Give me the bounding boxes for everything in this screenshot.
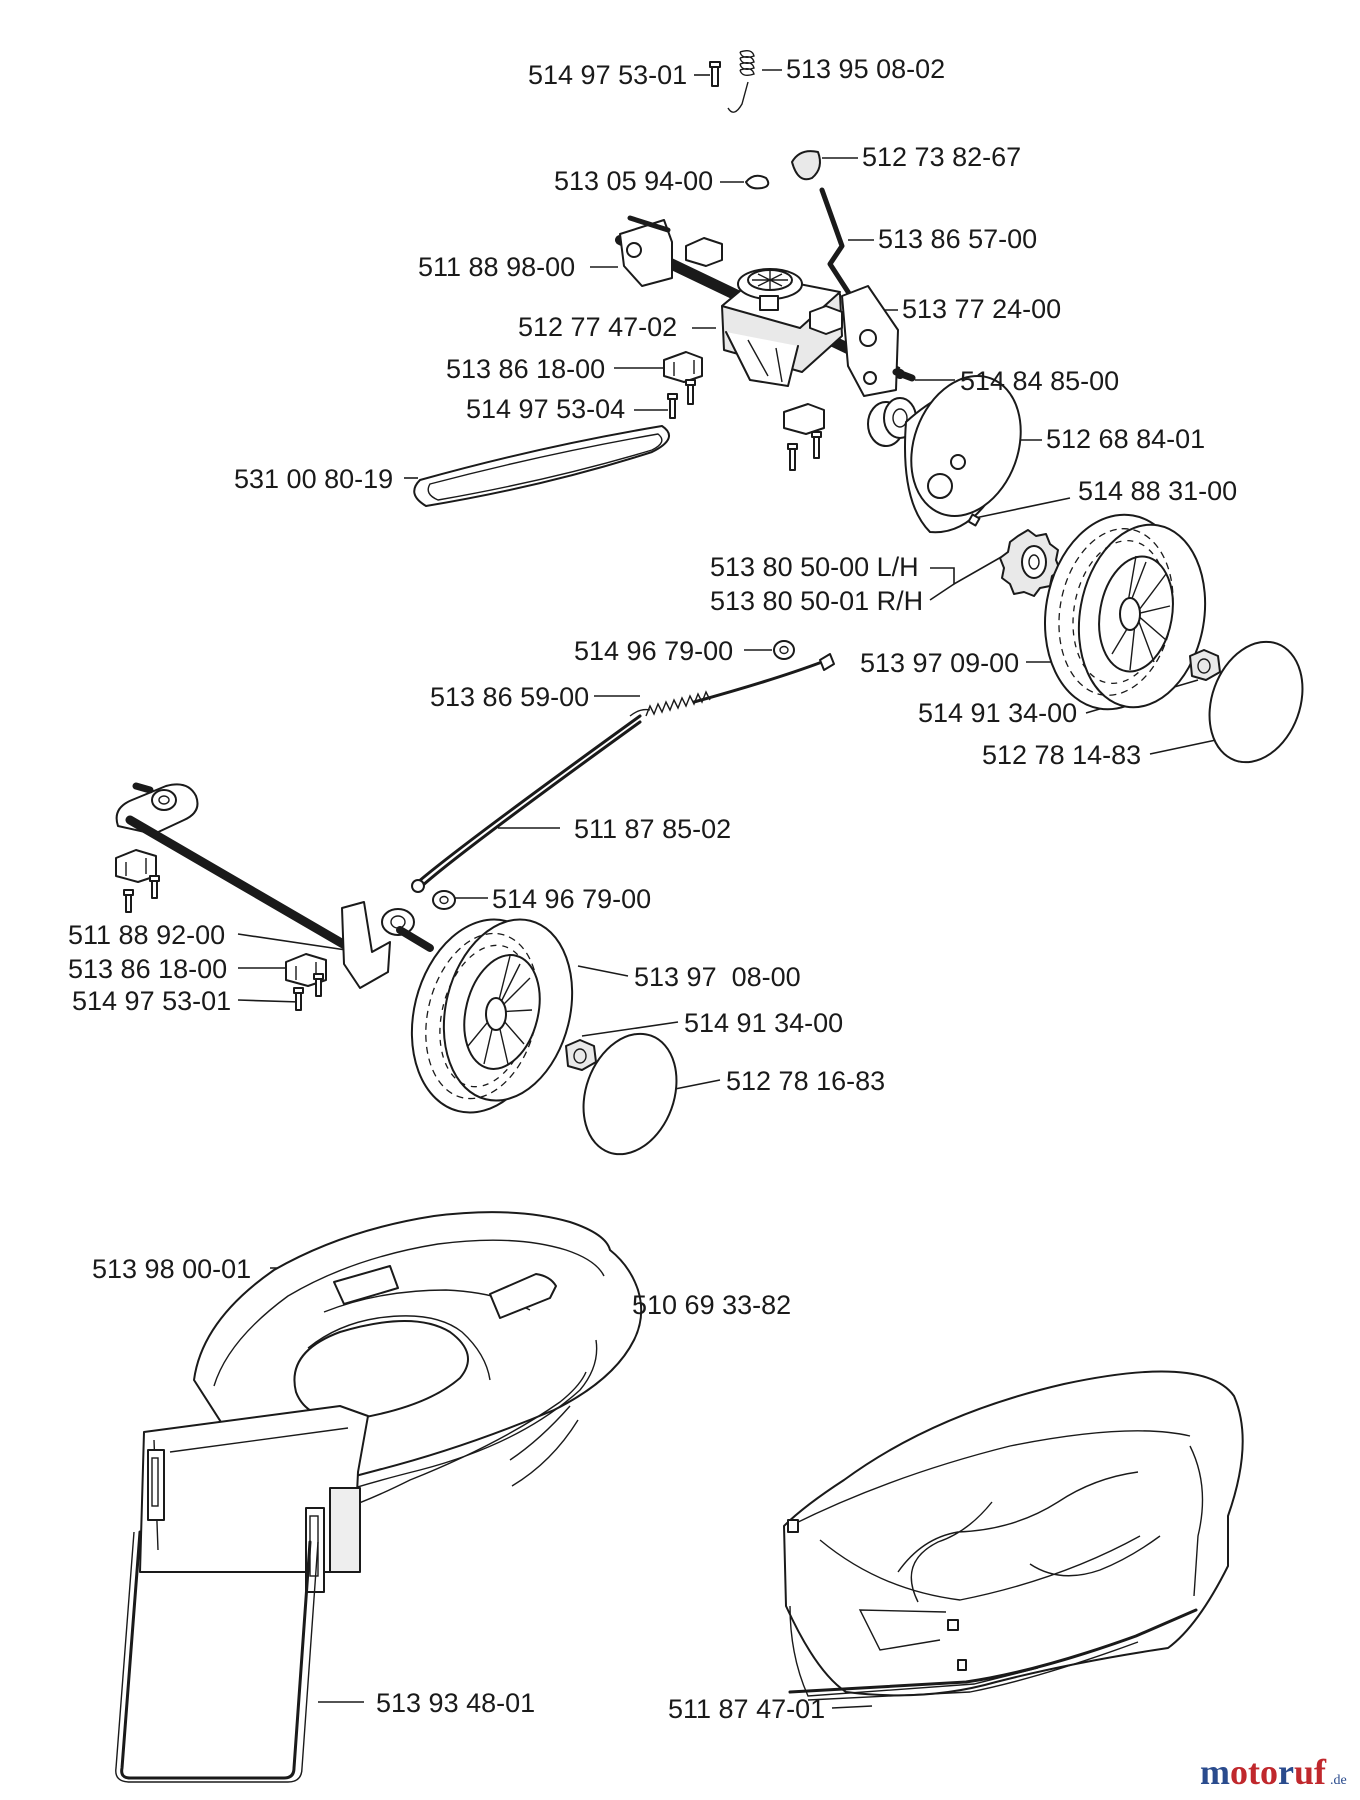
screws-axle-lower	[293, 973, 324, 1011]
nut-left	[565, 1039, 597, 1071]
label-511-87-85-02: 511 87 85-02	[574, 814, 731, 844]
washer-top	[773, 640, 795, 660]
label-512-68-84-01: 512 68 84-01	[1046, 424, 1205, 454]
label-514-84-85-00: 514 84 85-00	[960, 366, 1119, 396]
part-labels: 514 97 53-01 513 95 08-02 512 73 82-67 5…	[68, 54, 1237, 1724]
clip-part	[745, 174, 770, 190]
drive-gear	[999, 529, 1061, 597]
screws-right	[787, 431, 822, 471]
label-512-77-47-02: 512 77 47-02	[518, 312, 677, 342]
screws-axle-upper	[123, 875, 160, 913]
grass-catcher-flap	[139, 1405, 369, 1593]
label-511-88-98-00: 511 88 98-00	[418, 252, 575, 282]
front-axle	[115, 782, 434, 989]
label-511-88-92-00: 511 88 92-00	[68, 920, 225, 950]
label-514-97-53-01-top: 514 97 53-01	[528, 60, 687, 90]
label-513-95-08-02: 513 95 08-02	[786, 54, 945, 84]
label-514-91-34-00-right: 514 91 34-00	[918, 698, 1077, 728]
label-513-86-57-00: 513 86 57-00	[878, 224, 1037, 254]
label-512-78-16-83: 512 78 16-83	[726, 1066, 885, 1096]
screws-left	[667, 379, 696, 419]
lever-knob	[791, 150, 821, 181]
hub-cap-right	[1208, 640, 1304, 764]
gearbox-assembly	[615, 215, 916, 397]
label-531-00-80-19: 531 00 80-19	[234, 464, 393, 494]
label-514-97-53-04: 514 97 53-04	[466, 394, 625, 424]
label-513-93-48-01: 513 93 48-01	[376, 1688, 535, 1718]
label-512-73-82-67: 512 73 82-67	[862, 142, 1021, 172]
frame-rod	[120, 1530, 312, 1780]
label-512-78-14-83: 512 78 14-83	[982, 740, 1141, 770]
label-513-86-59-00: 513 86 59-00	[430, 682, 589, 712]
label-513-77-24-00: 513 77 24-00	[902, 294, 1061, 324]
nut-right	[1189, 649, 1221, 681]
label-511-87-47-01: 511 87 47-01	[668, 1694, 825, 1724]
spring-assembly	[709, 49, 755, 113]
frame-rod-inner	[115, 1531, 319, 1783]
small-pin	[967, 513, 981, 527]
grass-bag	[783, 1370, 1244, 1701]
washer-middle	[432, 890, 456, 910]
label-513-97-09-00: 513 97 09-00	[860, 648, 1019, 678]
wheel-cover-disc	[904, 375, 1022, 534]
watermark-logo: motoruf .de	[1200, 1752, 1347, 1792]
label-514-96-79-00-bottom: 514 96 79-00	[492, 884, 651, 914]
watermark-brand: motoruf	[1200, 1752, 1327, 1792]
control-cable	[411, 653, 835, 893]
hub-cap-left	[582, 1032, 678, 1156]
label-513-86-18-00-top: 513 86 18-00	[446, 354, 605, 384]
label-513-97-08-00: 513 97 08-00	[634, 962, 801, 992]
label-514-97-53-01-bottom: 514 97 53-01	[72, 986, 231, 1016]
clamp-left	[663, 351, 703, 383]
label-514-88-31-00: 514 88 31-00	[1078, 476, 1237, 506]
label-510-69-33-82: 510 69 33-82	[632, 1290, 791, 1320]
label-514-91-34-00-left: 514 91 34-00	[684, 1008, 843, 1038]
label-513-86-18-00-bottom: 513 86 18-00	[68, 954, 227, 984]
clamp-right	[783, 403, 825, 435]
wheel-right	[1043, 513, 1207, 711]
label-513-98-00-01: 513 98 00-01	[92, 1254, 251, 1284]
tension-spring	[645, 690, 711, 717]
watermark-suffix: .de	[1330, 1773, 1347, 1788]
drive-belt	[413, 425, 671, 507]
wheel-left	[410, 918, 574, 1114]
label-513-80-50-01: 513 80 50-01 R/H	[710, 586, 923, 616]
label-513-05-94-00: 513 05 94-00	[554, 166, 713, 196]
label-513-80-50-00: 513 80 50-00 L/H	[710, 552, 919, 582]
label-514-96-79-00-top: 514 96 79-00	[574, 636, 733, 666]
lever-rod	[819, 187, 855, 301]
